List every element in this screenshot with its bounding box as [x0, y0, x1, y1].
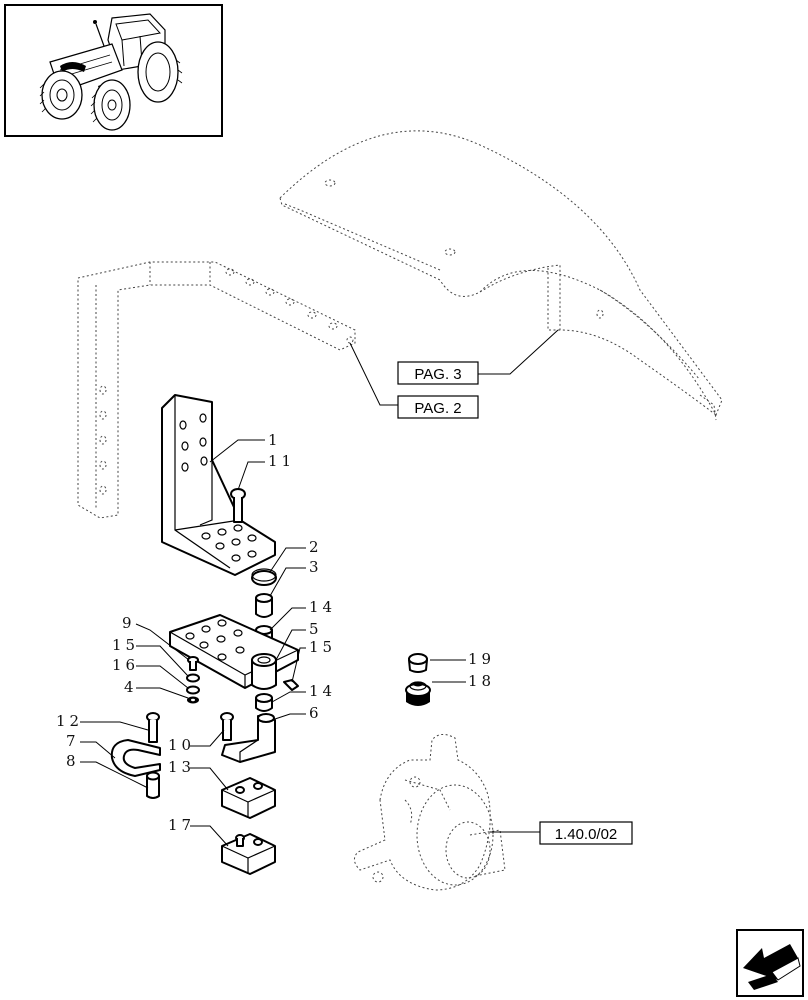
- part-ring-2: [251, 568, 277, 586]
- part-bolt-12: [146, 712, 160, 743]
- part-bolt-11: [230, 488, 246, 523]
- callout-6: 6: [309, 704, 319, 722]
- part-cap-19: [408, 653, 428, 673]
- ref-box-section[interactable]: 1.40.0/02: [539, 821, 633, 845]
- ref-section-label: 1.40.0/02: [555, 826, 618, 843]
- part-nut-15l: [186, 673, 200, 683]
- callout-14-top: 14: [309, 598, 336, 616]
- callout-12: 12: [56, 712, 83, 730]
- callout-11: 11: [268, 452, 295, 470]
- leader-pag2: [349, 342, 398, 406]
- ref-pag2-label: PAG. 2: [414, 400, 461, 417]
- callout-17: 17: [168, 816, 195, 834]
- tractor-thumbnail-icon: [4, 4, 223, 137]
- callout-15-left: 15: [112, 636, 139, 654]
- part-bolt-10: [220, 712, 234, 741]
- part-washer-16: [186, 685, 200, 695]
- callout-2: 2: [309, 538, 319, 556]
- callout-1: 1: [268, 431, 278, 449]
- callout-14-bottom: 14: [309, 682, 336, 700]
- callout-4: 4: [124, 678, 134, 696]
- callout-leaders: [80, 439, 466, 847]
- callout-10: 10: [168, 736, 195, 754]
- leader-pag3: [478, 329, 559, 375]
- callout-19: 19: [468, 650, 495, 668]
- ref-pag3-label: PAG. 3: [414, 366, 461, 383]
- callout-3: 3: [309, 558, 319, 576]
- part-grommet-18: [405, 681, 431, 706]
- callout-16: 16: [112, 656, 139, 674]
- callout-5: 5: [309, 620, 319, 638]
- part-bushing-14b: [255, 693, 273, 712]
- part-washer-4: [187, 696, 199, 704]
- ref-box-pag2[interactable]: PAG. 2: [397, 395, 479, 419]
- callout-labels: 1 11 2 3 14 5 15 9 15 16 4 14 6 12 7 10 …: [56, 431, 495, 834]
- callout-15-right: 15: [309, 638, 336, 656]
- callout-13: 13: [168, 758, 195, 776]
- fender-ghost: [279, 130, 723, 421]
- ref-box-pag3[interactable]: PAG. 3: [397, 361, 479, 385]
- part-screw-9: [187, 656, 199, 671]
- callout-7: 7: [66, 732, 76, 750]
- part-block-13: [221, 777, 276, 819]
- next-page-arrow-icon[interactable]: [736, 929, 804, 997]
- part-uclamp-7: [110, 739, 161, 777]
- part-wingnut-15r: [283, 679, 299, 691]
- callout-8: 8: [66, 752, 76, 770]
- part-block-17: [221, 833, 276, 875]
- part-bracket: [161, 394, 276, 576]
- callout-18: 18: [468, 672, 495, 690]
- callout-9: 9: [122, 614, 132, 632]
- part-bushing-3: [255, 593, 273, 618]
- hub-ghost: [354, 734, 506, 891]
- part-pivot-6: [221, 713, 276, 763]
- part-pin-8: [146, 771, 160, 799]
- part-sleeve-5: [251, 653, 277, 690]
